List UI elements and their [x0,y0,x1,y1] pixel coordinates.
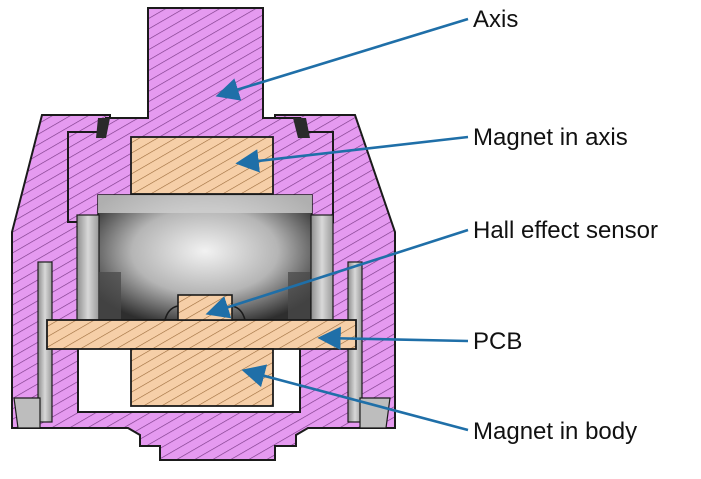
shoulder-mark-left [96,118,110,138]
pcb-board [46,319,357,350]
label-axis: Axis [473,6,518,33]
side-wall-right [310,214,334,321]
inner-post-right [288,272,310,320]
leader-pcb [317,326,469,351]
magnet-in-body [130,348,274,407]
label-magnet-in-body: Magnet in body [473,418,637,445]
shoulder-mark-right [293,118,310,138]
cavity-ceiling-band [98,195,312,213]
foot-left [13,397,41,429]
label-pcb: PCB [473,328,522,355]
leader-magnet-axis [235,135,469,173]
label-magnet-in-axis: Magnet in axis [473,124,628,151]
inner-post-left [99,272,121,320]
side-wall-left [76,214,100,321]
label-hall-effect-sensor: Hall effect sensor [473,217,658,244]
leader-hall-sensor [205,228,469,319]
magnet-in-axis [130,136,274,195]
foot-right [359,397,391,429]
leader-axis [215,17,469,101]
leader-magnet-body [241,364,469,432]
